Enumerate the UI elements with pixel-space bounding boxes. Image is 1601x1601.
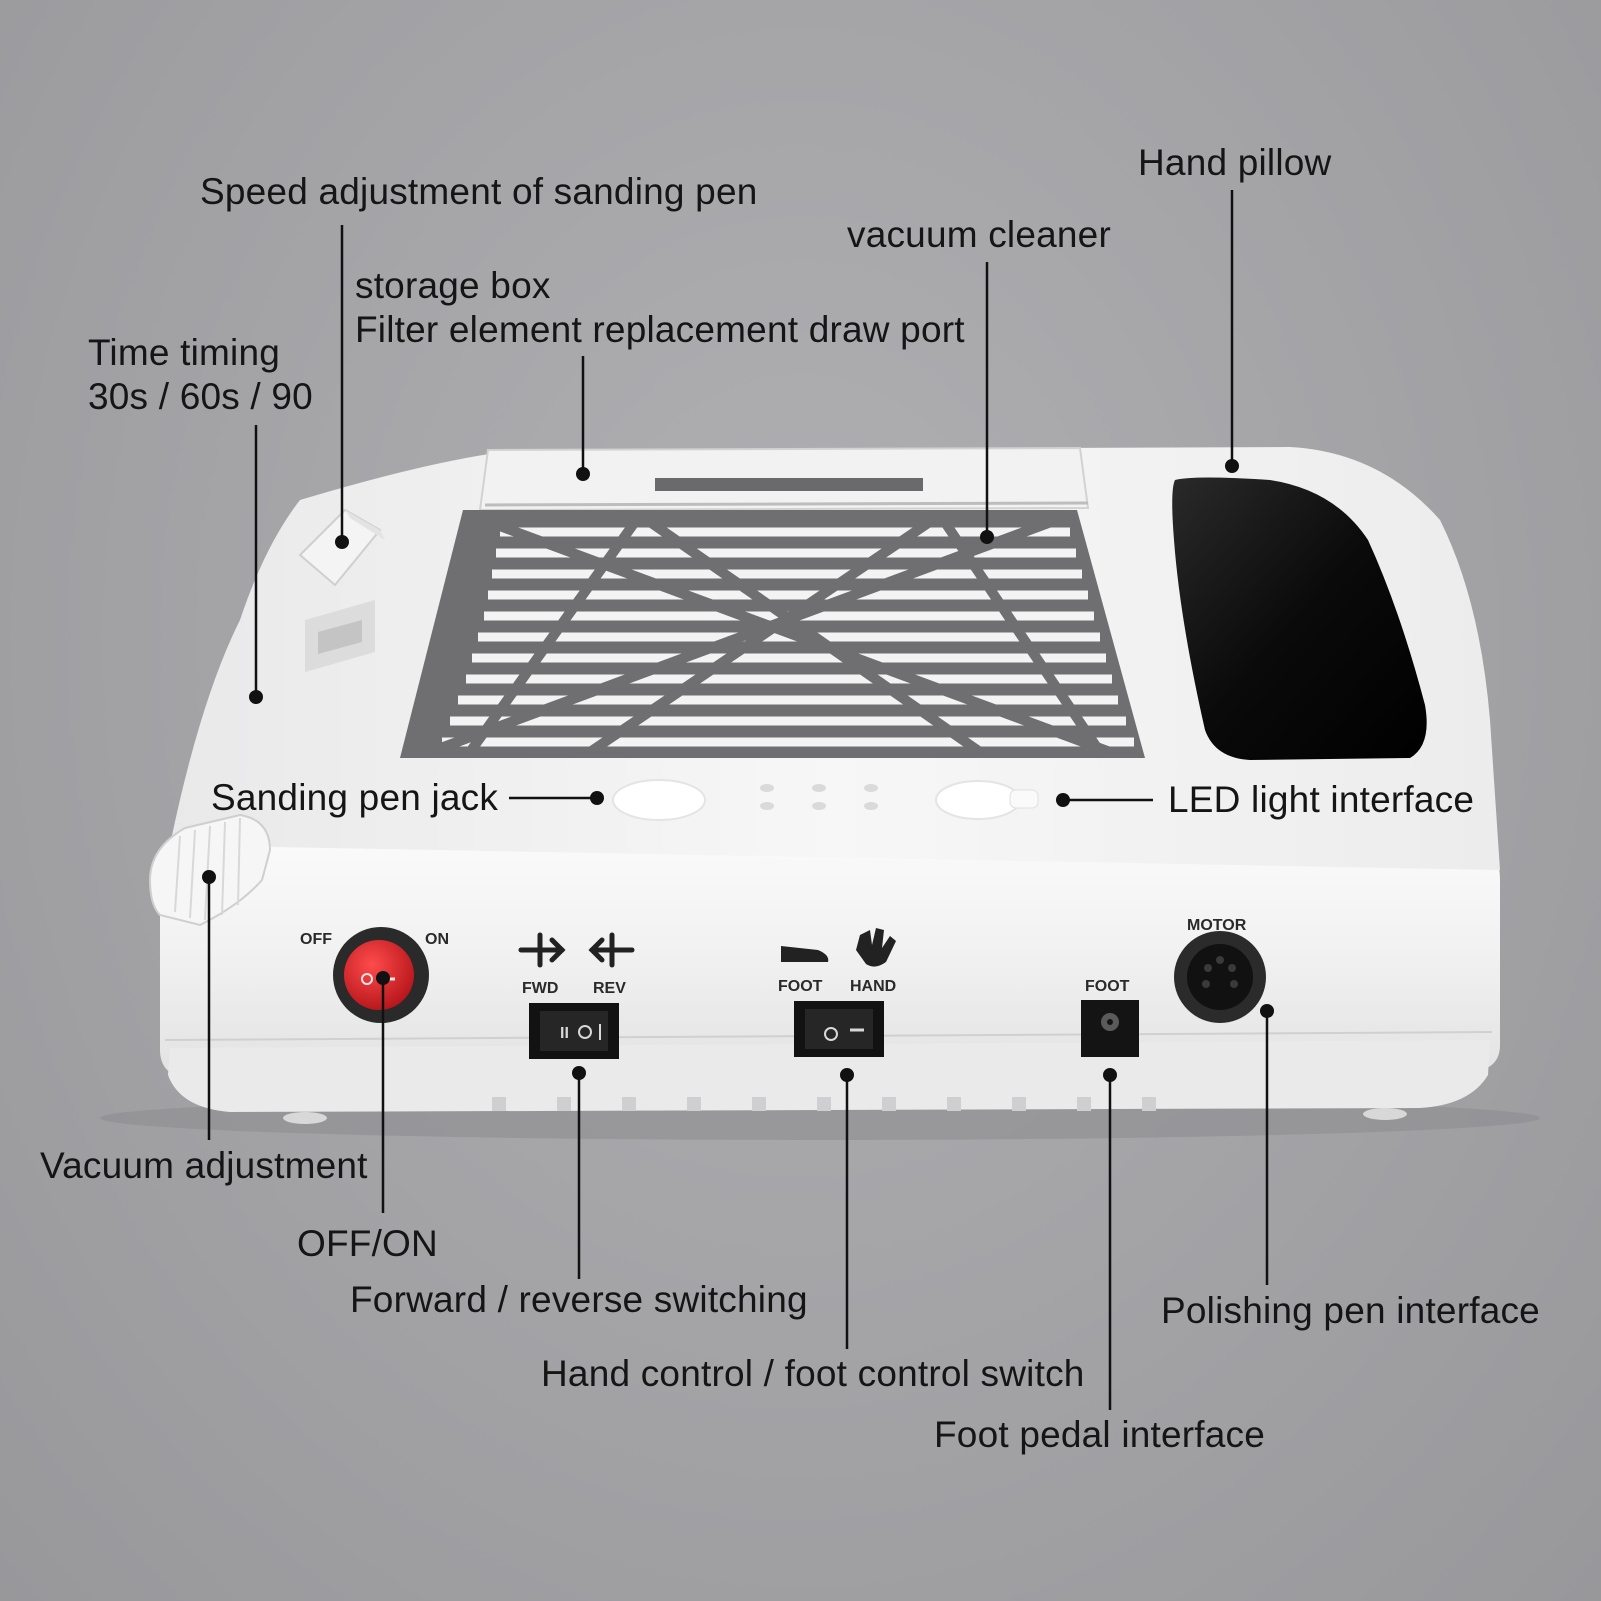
leader-dots xyxy=(202,459,1274,1082)
label-vacuum-cleaner: vacuum cleaner xyxy=(847,214,1111,255)
fwd-rev-switch: II xyxy=(529,1003,619,1059)
foot-hand-glyphs xyxy=(781,928,896,967)
sanding-pen-jack-port xyxy=(612,779,706,821)
hand-pillow xyxy=(1172,477,1427,760)
panel-rev-text: REV xyxy=(593,980,626,997)
label-vacuum-adjustment: Vacuum adjustment xyxy=(40,1145,368,1186)
label-off-on: OFF/ON xyxy=(297,1223,438,1264)
timer-display xyxy=(305,600,375,672)
label-hand-pillow: Hand pillow xyxy=(1138,142,1332,183)
label-storage-box: storage box xyxy=(355,265,551,306)
panel-on-text: ON xyxy=(425,931,449,948)
panel-off-text: OFF xyxy=(300,931,332,948)
label-sanding-pen-jack: Sanding pen jack xyxy=(211,777,499,818)
svg-text:II: II xyxy=(560,1025,569,1042)
fwd-rev-glyphs xyxy=(518,932,635,968)
label-hand-foot-switch: Hand control / foot control switch xyxy=(541,1353,1085,1394)
storage-box-drawer xyxy=(478,446,1090,512)
label-filter-port: Filter element replacement draw port xyxy=(355,309,965,350)
panel-fwd-text: FWD xyxy=(522,980,558,997)
label-speed-adjustment: Speed adjustment of sanding pen xyxy=(200,171,758,212)
label-time-values: 30s / 60s / 90 xyxy=(88,376,313,417)
leader-lines xyxy=(207,190,1269,1410)
panel-motor-text: MOTOR xyxy=(1187,917,1247,934)
label-time-timing: Time timing xyxy=(88,332,281,373)
label-led-light-interface: LED light interface xyxy=(1168,779,1475,820)
hand-foot-switch xyxy=(794,1001,884,1057)
panel-foot-jack-text: FOOT xyxy=(1085,978,1130,995)
panel-hand-text: HAND xyxy=(850,978,896,995)
label-foot-pedal-interface: Foot pedal interface xyxy=(934,1414,1266,1455)
vacuum-grille xyxy=(400,510,1145,758)
led-light-port xyxy=(935,780,1039,820)
vent-dots xyxy=(760,784,878,810)
panel-foot-text: FOOT xyxy=(778,978,823,995)
foot-jack xyxy=(1081,1000,1139,1057)
motor-socket xyxy=(1174,931,1266,1023)
label-forward-reverse: Forward / reverse switching xyxy=(350,1279,808,1320)
label-polishing-pen-interface: Polishing pen interface xyxy=(1161,1290,1540,1331)
vacuum-knob xyxy=(148,813,272,927)
